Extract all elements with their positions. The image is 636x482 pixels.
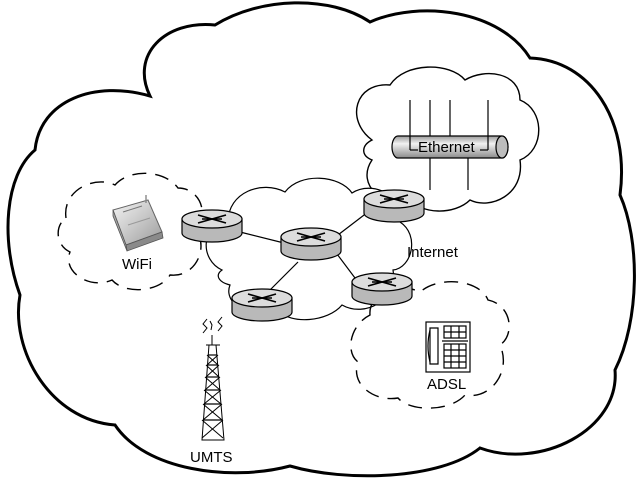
telephone-icon <box>425 321 471 373</box>
router-icon <box>351 272 413 306</box>
wifi-access-point-icon <box>112 195 164 252</box>
router-icon <box>231 288 293 322</box>
router-icon <box>280 227 342 261</box>
ethernet-cable-icon <box>391 100 509 190</box>
router-icon <box>363 189 425 223</box>
internet-label: Internet <box>407 244 459 261</box>
adsl-label: ADSL <box>427 376 466 393</box>
umts-label: UMTS <box>190 449 233 466</box>
cell-tower-icon <box>201 316 225 441</box>
router-icon <box>181 209 243 243</box>
adsl-cloud <box>350 281 510 409</box>
wifi-label: WiFi <box>122 256 152 273</box>
ethernet-label: Ethernet <box>418 139 476 156</box>
wifi-cloud <box>57 172 203 291</box>
